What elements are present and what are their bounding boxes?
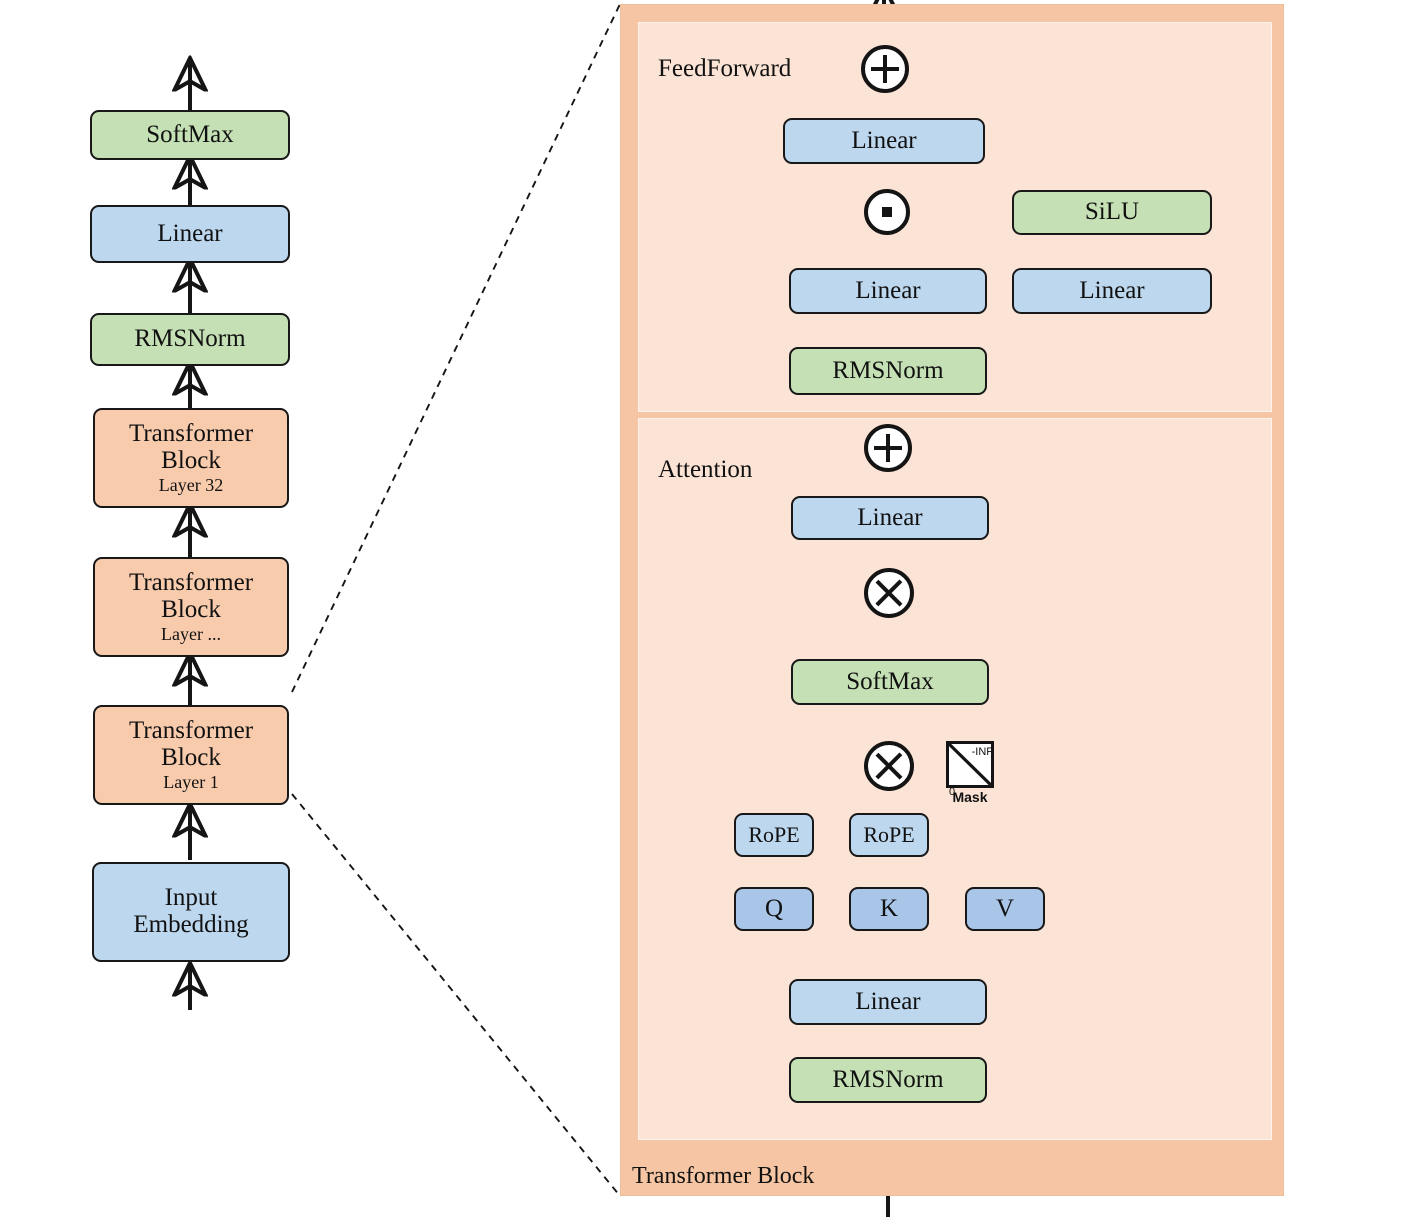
node-ff-out-linear[interactable]: Linear <box>783 118 985 164</box>
node-key[interactable]: K <box>849 887 929 931</box>
plus-operator-attention[interactable] <box>864 424 912 472</box>
node-label: RMSNorm <box>832 1065 944 1093</box>
node-label: Linear <box>1079 276 1145 304</box>
node-rmsnorm-head[interactable]: RMSNorm <box>90 313 290 366</box>
node-linear-head[interactable]: Linear <box>90 205 290 263</box>
node-label: Transformer Block <box>128 420 254 474</box>
node-label: Transformer Block <box>128 717 254 771</box>
node-attn-rmsnorm[interactable]: RMSNorm <box>789 1057 987 1103</box>
node-label: Input Embedding <box>133 884 249 938</box>
node-rope-k[interactable]: RoPE <box>849 813 929 857</box>
node-label: Transformer Block <box>128 569 254 623</box>
node-label: RMSNorm <box>134 325 246 353</box>
node-softmax-head[interactable]: SoftMax <box>90 110 290 160</box>
node-label: SoftMax <box>846 667 934 695</box>
plus-operator-feedforward[interactable] <box>861 45 909 93</box>
node-label: SoftMax <box>146 120 234 148</box>
mask-lower-value: 0 <box>949 786 956 798</box>
node-label: RoPE <box>748 822 800 848</box>
node-label: RMSNorm <box>832 356 944 384</box>
node-label: Linear <box>855 987 921 1015</box>
cross-operator-attention-values[interactable] <box>864 568 914 618</box>
node-attn-softmax[interactable]: SoftMax <box>791 659 989 705</box>
node-label: V <box>995 894 1015 922</box>
node-label: Linear <box>851 126 917 154</box>
node-ff-gate-linear[interactable]: Linear <box>789 268 987 314</box>
node-label: Q <box>764 894 784 922</box>
node-input-embedding[interactable]: Input Embedding <box>92 862 290 962</box>
node-transformer-block-layer-32[interactable]: Transformer Block Layer 32 <box>93 408 289 508</box>
callout-lines <box>291 3 621 1197</box>
mask-upper-value: -INF <box>971 746 993 758</box>
feedforward-label: FeedForward <box>658 55 792 82</box>
node-transformer-block-layer-mid[interactable]: Transformer Block Layer ... <box>93 557 289 657</box>
node-attn-qkv-linear[interactable]: Linear <box>789 979 987 1025</box>
node-label: Linear <box>855 276 921 304</box>
node-ff-rmsnorm[interactable]: RMSNorm <box>789 347 987 395</box>
node-label: Linear <box>157 219 223 247</box>
transformer-block-panel-label: Transformer Block <box>632 1163 815 1189</box>
node-sublabel: Layer 32 <box>158 474 224 495</box>
mask-icon[interactable]: -INF 0 Mask <box>946 741 994 805</box>
node-query[interactable]: Q <box>734 887 814 931</box>
node-transformer-block-layer-1[interactable]: Transformer Block Layer 1 <box>93 705 289 805</box>
node-value[interactable]: V <box>965 887 1045 931</box>
cross-operator-attention-scores[interactable] <box>864 741 914 791</box>
node-label: RoPE <box>863 822 915 848</box>
dot-product-operator-feedforward[interactable] <box>864 189 910 235</box>
node-label: K <box>879 894 899 922</box>
attention-label: Attention <box>658 456 753 483</box>
node-ff-up-linear[interactable]: Linear <box>1012 268 1212 314</box>
mask-label: Mask <box>952 789 988 805</box>
node-sublabel: Layer ... <box>161 623 221 644</box>
node-sublabel: Layer 1 <box>163 771 219 792</box>
node-silu[interactable]: SiLU <box>1012 190 1212 235</box>
node-label: Linear <box>857 503 923 531</box>
node-rope-q[interactable]: RoPE <box>734 813 814 857</box>
node-attn-out-linear[interactable]: Linear <box>791 496 989 540</box>
node-label: SiLU <box>1084 198 1140 226</box>
